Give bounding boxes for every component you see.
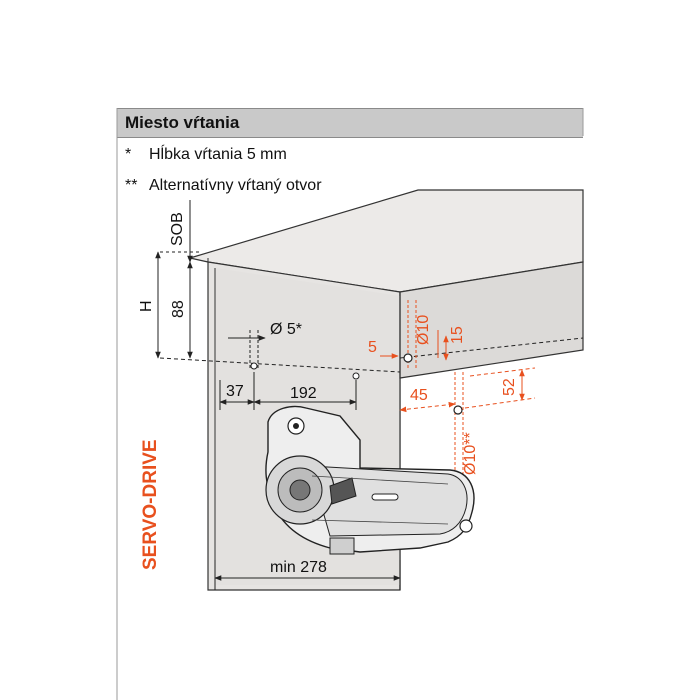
back-drill-hole bbox=[403, 353, 413, 363]
drill-hole-front bbox=[250, 362, 258, 370]
header-bar: Miesto vŕtania bbox=[117, 108, 583, 138]
d45-label: 45 bbox=[410, 387, 428, 404]
mechanism-detail-line bbox=[311, 475, 449, 485]
d5-label: 5 bbox=[368, 339, 377, 356]
note-mark: ** bbox=[125, 177, 138, 194]
drill-line-side bbox=[159, 357, 401, 373]
note-mark: * bbox=[125, 146, 132, 163]
phi10-label: Ø10 bbox=[415, 315, 432, 345]
mechanism-slot bbox=[371, 493, 399, 501]
d52-label: 52 bbox=[501, 378, 518, 396]
d88-label: 88 bbox=[170, 300, 187, 318]
d52-ext-top bbox=[469, 367, 536, 377]
lift-mechanism bbox=[265, 405, 475, 555]
mechanism-foot bbox=[329, 537, 355, 555]
sob-label: SOB bbox=[169, 212, 186, 246]
mechanism-pivot-center bbox=[293, 423, 299, 429]
note-alternative-hole: ** Alternatívny vŕtaný otvor bbox=[125, 177, 322, 195]
mechanism-screw bbox=[459, 519, 473, 533]
mechanism-detail-line bbox=[311, 519, 449, 525]
d15-label: 15 bbox=[449, 326, 466, 344]
drill-hole-rear bbox=[352, 372, 360, 380]
alternative-drill-hole bbox=[453, 405, 463, 415]
h-label: H bbox=[138, 300, 155, 312]
d45-dimension-line bbox=[399, 401, 456, 413]
note-text: Alternatívny vŕtaný otvor bbox=[149, 177, 322, 194]
d37-label: 37 bbox=[226, 383, 244, 400]
servo-drive-label: SERVO-DRIVE bbox=[140, 439, 161, 570]
phi5-label: Ø 5* bbox=[270, 321, 302, 338]
phi10alt-label: Ø10** bbox=[462, 432, 479, 475]
mechanism-hub bbox=[289, 479, 311, 501]
header-title: Miesto vŕtania bbox=[125, 113, 240, 132]
d52-ext-bottom bbox=[464, 397, 536, 409]
d192-label: 192 bbox=[290, 385, 317, 402]
drill-line-back bbox=[399, 337, 584, 359]
note-text: Hĺbka vŕtania 5 mm bbox=[149, 146, 287, 163]
note-drill-depth: * Hĺbka vŕtania 5 mm bbox=[125, 146, 287, 164]
mechanism-lever bbox=[329, 477, 357, 505]
min278-label: min 278 bbox=[270, 559, 327, 576]
